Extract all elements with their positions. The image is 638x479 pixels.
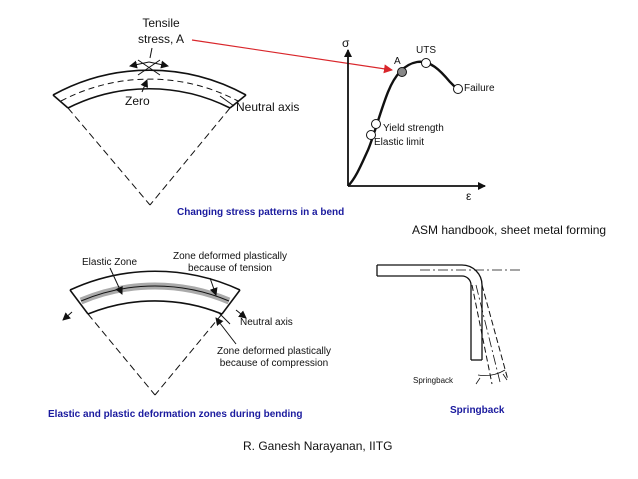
zones-radial-right (154, 313, 223, 396)
uts-label: UTS (416, 45, 436, 56)
zones-radial-left (87, 313, 156, 396)
springback-line-2 (481, 284, 509, 381)
elastic-zone-leader (109, 267, 123, 295)
x-axis-symbol: ε (466, 189, 472, 203)
bend-end-left (52, 94, 69, 109)
stress-cross-symbol (137, 59, 161, 76)
springback-figure (376, 264, 522, 385)
point-a-marker (397, 67, 407, 77)
zones-arrow-right (235, 309, 247, 319)
zero-leader (140, 79, 148, 93)
zones-inner-arc (87, 300, 223, 315)
failure-label: Failure (464, 83, 495, 94)
yield-strength-label: Yield strength (383, 123, 444, 134)
springback-tick-right (502, 373, 508, 381)
springback-figure-label: Springback (413, 376, 454, 385)
springback-dimension-arc (477, 369, 506, 376)
bend-end-right (229, 94, 247, 109)
elastic-zone-label: Elastic Zone (82, 257, 138, 268)
zones-end-right (221, 289, 241, 315)
sheet-outer-edge (377, 264, 483, 360)
zones-neutral-axis-label: Neutral axis (240, 317, 293, 328)
y-axis-symbol: σ (342, 36, 350, 50)
tensile-label-line1: Tensile (142, 16, 180, 30)
uts-marker (421, 58, 431, 68)
link-arrow (191, 39, 393, 74)
neutral-axis-pointer (217, 311, 231, 325)
bend-radial-left (67, 107, 151, 206)
tensile-leader (149, 47, 153, 59)
compression-zone-label-line1: Zone deformed plastically (217, 346, 331, 357)
failure-marker (453, 84, 463, 94)
tensile-arrow-left (129, 60, 150, 69)
elastic-limit-label: Elastic limit (374, 137, 425, 148)
stress-strain-curve (347, 60, 459, 187)
reference-text: ASM handbook, sheet metal forming (412, 223, 607, 237)
compression-zone-label-line2: because of compression (219, 358, 329, 369)
author-credit: R. Ganesh Narayanan, IITG (243, 439, 393, 453)
sheet-inner-edge (377, 275, 472, 360)
bend-neutral-axis-dashed (60, 78, 239, 102)
zero-label: Zero (125, 94, 150, 108)
yield-marker (371, 119, 381, 129)
zones-end-left (69, 289, 89, 315)
springback-line-1 (471, 284, 493, 385)
tensile-label-line2: stress, A (137, 32, 184, 46)
elastic-limit-marker (366, 130, 376, 140)
compression-zone-leader (215, 317, 237, 345)
bend-outer-arc (52, 69, 247, 96)
stress-strain-chart (344, 49, 486, 190)
caption-top: Changing stress patterns in a bend (177, 207, 345, 218)
zones-arrow-left (62, 311, 73, 321)
tension-zone-leader (209, 277, 218, 296)
tension-zone-label-line2: because of tension (188, 263, 272, 274)
bend-inner-arc (67, 87, 231, 109)
tensile-arrow-right (148, 60, 169, 69)
caption-bottom-right: Springback (450, 405, 505, 416)
springback-line-3 (475, 284, 501, 383)
neutral-axis-label: Neutral axis (236, 100, 300, 114)
neutral-axis-leader (219, 95, 235, 107)
caption-bottom-left: Elastic and plastic deformation zones du… (48, 409, 303, 420)
springback-tick-left (475, 377, 481, 385)
bend-radial-right (149, 107, 231, 206)
zones-figure (62, 267, 247, 396)
tension-zone-label-line1: Zone deformed plastically (173, 251, 287, 262)
point-a-label: A (394, 56, 401, 67)
zones-outer-arc (69, 270, 241, 291)
bend-figure (52, 47, 247, 206)
